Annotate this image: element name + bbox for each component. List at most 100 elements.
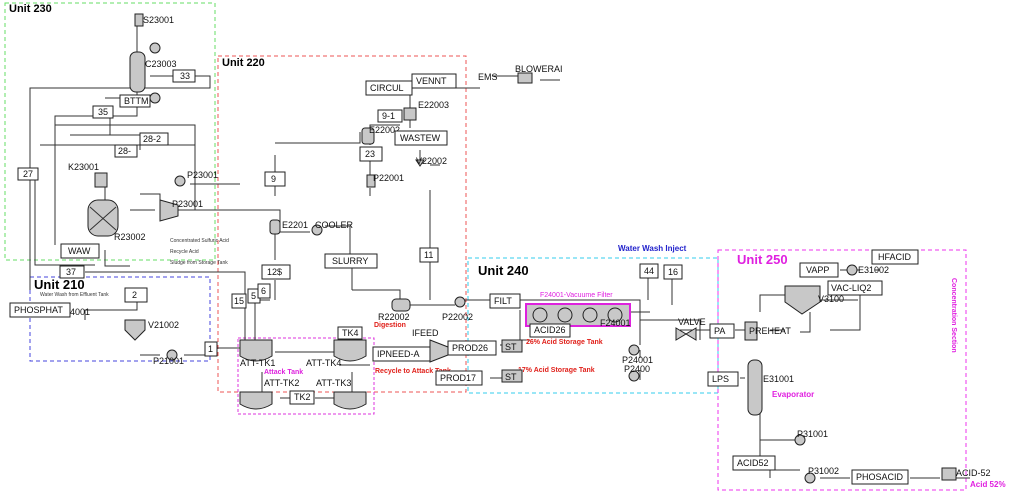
stream-28-2[interactable] bbox=[139, 132, 169, 146]
p22001-pump[interactable] bbox=[366, 174, 376, 188]
c23003-column[interactable] bbox=[129, 51, 146, 93]
lps-block[interactable] bbox=[707, 371, 739, 387]
st26-tank[interactable] bbox=[501, 339, 523, 353]
att-tk1-tank[interactable] bbox=[239, 339, 273, 362]
c23003-condenser[interactable] bbox=[149, 42, 161, 54]
stream-2[interactable] bbox=[124, 287, 148, 303]
stream-16[interactable] bbox=[663, 264, 683, 280]
stream-37[interactable] bbox=[59, 265, 85, 279]
v22002-valve[interactable] bbox=[415, 159, 425, 167]
slurry-label: SLURRY bbox=[332, 256, 368, 266]
e22003-vessel[interactable] bbox=[403, 107, 417, 121]
attack-tank-zone bbox=[237, 337, 375, 415]
stream-27-label: 27 bbox=[23, 169, 33, 179]
digestion-label: Digestion bbox=[374, 322, 406, 329]
acid-52-tank[interactable] bbox=[941, 467, 957, 481]
e31002-condenser[interactable] bbox=[846, 264, 858, 276]
stream-28-2-label: 28-2 bbox=[143, 134, 161, 144]
ems-label: EMS bbox=[478, 72, 498, 82]
valve-symbol[interactable] bbox=[675, 327, 697, 341]
unit-240-title: Unit 240 bbox=[478, 263, 529, 278]
p31001-pump[interactable] bbox=[794, 434, 806, 446]
stream-11[interactable] bbox=[419, 247, 439, 263]
acid17-storage-label: 17% Acid Storage Tank bbox=[518, 367, 595, 374]
k23001-vessel[interactable] bbox=[94, 172, 108, 188]
e22002-vessel[interactable] bbox=[361, 127, 375, 145]
v21002-vessel[interactable] bbox=[124, 319, 146, 341]
stream-15[interactable] bbox=[231, 293, 247, 309]
stream-23[interactable] bbox=[359, 146, 383, 162]
phosacid-block[interactable] bbox=[851, 469, 909, 485]
p23001-pump[interactable] bbox=[174, 175, 186, 187]
st17-tank[interactable] bbox=[501, 369, 523, 383]
att-tk2-tank[interactable] bbox=[239, 391, 273, 410]
e31002-label: E31002 bbox=[858, 265, 889, 275]
tk4-block[interactable] bbox=[337, 326, 363, 340]
vacliq2-label: VAC-LIQ2 bbox=[831, 283, 871, 293]
att-tk3-tank[interactable] bbox=[333, 391, 367, 410]
stream-28[interactable] bbox=[114, 144, 138, 158]
blowerai-unit[interactable] bbox=[517, 72, 533, 84]
hfacid-block[interactable] bbox=[871, 249, 919, 265]
stream-44[interactable] bbox=[639, 263, 659, 279]
v22002-label: V22002 bbox=[416, 156, 447, 166]
slurry-block[interactable] bbox=[324, 253, 378, 269]
stream-33[interactable] bbox=[172, 69, 196, 83]
phosphat-block[interactable] bbox=[9, 302, 71, 318]
r22002-reactor[interactable] bbox=[391, 298, 411, 312]
e22003-label: E22003 bbox=[418, 100, 449, 110]
stream-6[interactable] bbox=[257, 283, 271, 299]
ipneed-label: IPNEED-A bbox=[377, 349, 420, 359]
stream-35[interactable] bbox=[92, 105, 114, 119]
stream-2-label: 2 bbox=[132, 290, 137, 300]
p21001-pump[interactable] bbox=[166, 349, 178, 361]
e31001-evaporator[interactable] bbox=[747, 359, 763, 416]
e2201-label: E2201 bbox=[282, 220, 308, 230]
prod17-block[interactable] bbox=[435, 370, 483, 386]
s23001-vessel[interactable] bbox=[134, 13, 144, 27]
stream-5-label: 5 bbox=[251, 291, 256, 301]
p24001-pump[interactable] bbox=[628, 344, 640, 356]
f24001-filter-bank[interactable] bbox=[525, 303, 631, 327]
filt-block[interactable] bbox=[489, 293, 521, 309]
vacliq2-block[interactable] bbox=[827, 280, 883, 296]
p23001-blower[interactable] bbox=[159, 199, 179, 222]
preheat-exchanger[interactable] bbox=[744, 321, 758, 341]
stream-9-1[interactable] bbox=[377, 109, 403, 123]
prod26-block[interactable] bbox=[447, 340, 497, 356]
acid-52-label: ACID-52 bbox=[956, 468, 991, 478]
vennt-block[interactable] bbox=[411, 73, 457, 89]
unit-210-zone bbox=[29, 276, 211, 362]
vapp-block[interactable] bbox=[799, 262, 839, 278]
acid26-block[interactable] bbox=[529, 323, 571, 338]
ifeed-label: IFEED bbox=[412, 328, 439, 338]
stream-23-label: 23 bbox=[365, 149, 375, 159]
v3100-flash-vessel[interactable] bbox=[784, 285, 821, 315]
cooler-label: COOLER bbox=[315, 220, 354, 230]
stream-1[interactable] bbox=[204, 341, 218, 357]
vennt-label: VENNT bbox=[416, 76, 447, 86]
waw-block[interactable] bbox=[60, 243, 100, 259]
tk2-block[interactable] bbox=[289, 390, 315, 405]
stream-9[interactable] bbox=[264, 171, 286, 187]
stream-12s[interactable] bbox=[261, 264, 291, 280]
p22002-pump[interactable] bbox=[454, 296, 466, 308]
stream-27[interactable] bbox=[17, 167, 39, 181]
cooler-unit[interactable] bbox=[311, 224, 323, 236]
bttm-block[interactable] bbox=[119, 94, 151, 108]
stream-16-label: 16 bbox=[668, 267, 678, 277]
splitter[interactable] bbox=[429, 339, 449, 363]
p24002-pump[interactable] bbox=[628, 370, 640, 382]
e2201-exchanger[interactable] bbox=[269, 219, 281, 235]
pa-block[interactable] bbox=[709, 323, 735, 339]
p31002-pump[interactable] bbox=[804, 472, 816, 484]
wastew-block[interactable] bbox=[394, 130, 448, 146]
c23003-reboiler[interactable] bbox=[149, 92, 161, 104]
filt-label: FILT bbox=[494, 296, 512, 306]
att-tk4-tank[interactable] bbox=[333, 339, 367, 362]
acid52-block[interactable] bbox=[732, 455, 776, 471]
s23001-label: S23001 bbox=[143, 15, 174, 25]
stream-35-label: 35 bbox=[98, 107, 108, 117]
unit-230-zone bbox=[4, 2, 216, 261]
e22002-label: E22002 bbox=[369, 125, 400, 135]
